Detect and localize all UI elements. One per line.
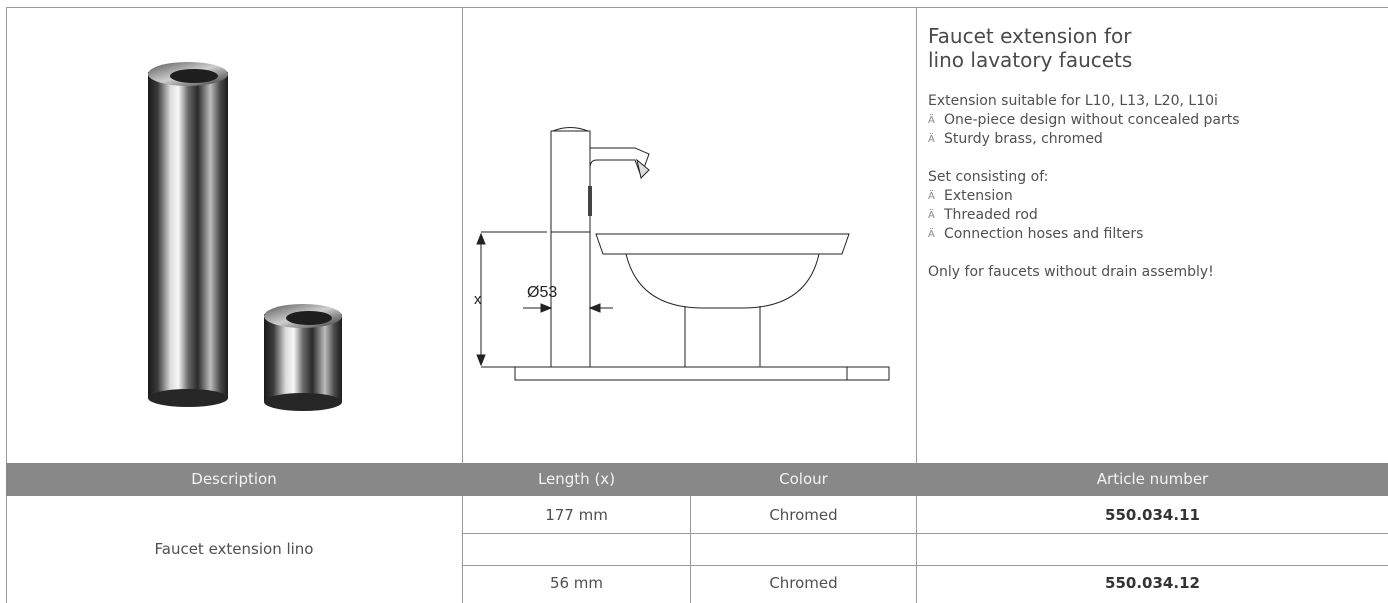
note-text: Only for faucets without drain assembly!: [928, 264, 1214, 280]
dimension-drawing: [476, 127, 890, 381]
bullet-icon: Ä: [928, 191, 935, 202]
table-row-colour: Chromed: [769, 506, 838, 524]
set-item: Ä Threaded rod: [928, 207, 1038, 223]
divider-photo-drawing: [462, 7, 463, 603]
bullet-icon: Ä: [928, 134, 935, 145]
feature-item: Ä Sturdy brass, chromed: [928, 131, 1103, 147]
table-row-length: 56 mm: [549, 574, 604, 592]
divider-drawing-info: [916, 7, 917, 603]
description-cell: Faucet extension lino: [154, 540, 314, 558]
technical-drawing: x Ø53: [463, 8, 915, 462]
spout: [589, 147, 650, 178]
product-title: Faucet extension for lino lavatory fauce…: [928, 24, 1133, 72]
product-photo: [6, 8, 462, 462]
set-item: Ä Extension: [928, 188, 1013, 204]
table-row-article: 550.034.11: [1105, 506, 1200, 524]
header-article-number: Article number: [1096, 470, 1209, 488]
product-info: Faucet extension for lino lavatory fauce…: [916, 8, 1388, 462]
set-heading: Set consisting of:: [928, 169, 1049, 185]
feature-item: Ä One-piece design without concealed par…: [928, 112, 1240, 128]
bullet-icon: Ä: [928, 229, 935, 240]
bullet-icon: Ä: [928, 210, 935, 221]
faucet-extension-photo: [148, 62, 342, 411]
header-length: Length (x): [537, 470, 616, 488]
set-item: Ä Connection hoses and filters: [928, 226, 1144, 242]
basin-rim: [595, 233, 850, 255]
row-separator: [462, 533, 1388, 534]
header-colour: Colour: [779, 470, 828, 488]
header-description: Description: [191, 470, 277, 488]
suitable-text: Extension suitable for L10, L13, L20, L1…: [928, 93, 1218, 109]
top-border: [6, 7, 1388, 8]
row-divider: [462, 565, 1388, 566]
table-header: Description Length (x) Colour Article nu…: [6, 463, 1388, 496]
counter-slab: [514, 366, 890, 381]
table-row-length: 177 mm: [545, 506, 608, 524]
faucet-body: [550, 130, 591, 368]
table-row-colour: Chromed: [769, 574, 838, 592]
left-border: [6, 7, 7, 603]
tall-cylinder: [148, 72, 228, 398]
diameter-label: Ø53: [527, 284, 558, 301]
table-row-article: 550.034.12: [1105, 574, 1200, 592]
short-cylinder: [264, 314, 342, 402]
dimension-x-label: x: [474, 291, 482, 308]
bullet-icon: Ä: [928, 115, 935, 126]
